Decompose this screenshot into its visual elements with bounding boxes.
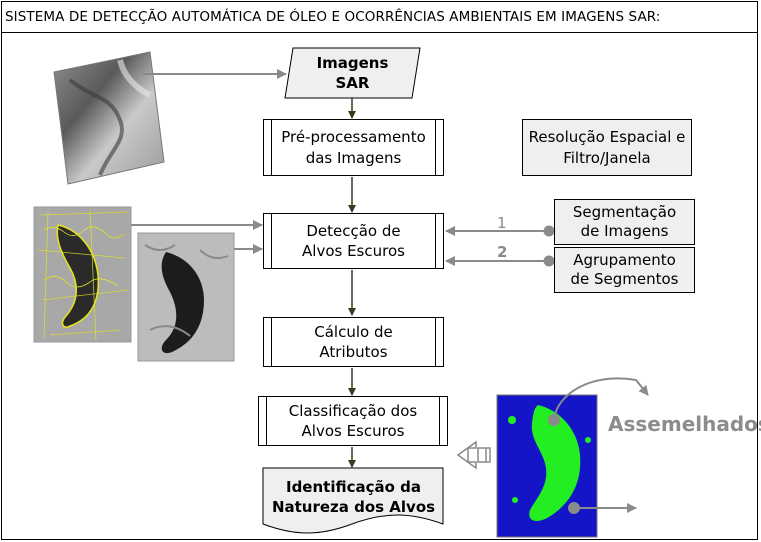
diagram-title: SISTEMA DE DETECÇÃO AUTOMÁTICA DE ÓLEO E… (1, 1, 758, 33)
classification-map-thumbnail (496, 394, 598, 538)
segmented-image-thumbnail (33, 206, 132, 343)
dark-targets-image-thumbnail (137, 232, 235, 362)
hollow-arrow-map-to-identification (456, 440, 491, 470)
detection-node: Detecção de Alvos Escuros (263, 213, 444, 269)
edge-label-1: 1 (497, 214, 507, 232)
assemelhados-label: Assemelhados (608, 412, 761, 436)
attributes-node: Cálculo de Atributos (263, 317, 444, 367)
grouping-connector-dot (543, 255, 555, 267)
classification-node-label: Classificação dos Alvos Escuros (288, 401, 418, 440)
input-node: Imagens SAR (290, 50, 415, 96)
grouping-node-label: Agrupamento de Segmentos (570, 251, 679, 288)
input-parallelogram-shape (284, 47, 421, 99)
segmentation-connector-dot (543, 225, 555, 237)
edge-label-2: 2 (497, 243, 507, 261)
identification-node: Identificação da Natureza dos Alvos (263, 472, 444, 522)
segmentation-node: Segmentação de Imagens (554, 199, 695, 245)
detection-node-label: Detecção de Alvos Escuros (302, 221, 405, 260)
sar-image-thumbnail (53, 51, 165, 185)
input-node-label: Imagens SAR (316, 53, 389, 92)
resolution-node-label: Resolução Espacial e Filtro/Janela (528, 128, 686, 167)
segmentation-node-label: Segmentação de Imagens (572, 203, 677, 240)
preprocess-node-label: Pré-processamento das Imagens (281, 128, 426, 167)
preprocess-node: Pré-processamento das Imagens (263, 119, 444, 176)
map-connector-dot-bottom (568, 502, 580, 514)
arrow-map-to-assemelhados (553, 377, 649, 421)
classification-node: Classificação dos Alvos Escuros (258, 396, 448, 446)
identification-node-label: Identificação da Natureza dos Alvos (271, 477, 436, 516)
grouping-node: Agrupamento de Segmentos (554, 247, 695, 293)
attributes-node-label: Cálculo de Atributos (314, 322, 393, 361)
identification-document-shape (262, 467, 444, 534)
map-connector-dot-top (548, 414, 560, 426)
resolution-node: Resolução Espacial e Filtro/Janela (522, 119, 692, 176)
